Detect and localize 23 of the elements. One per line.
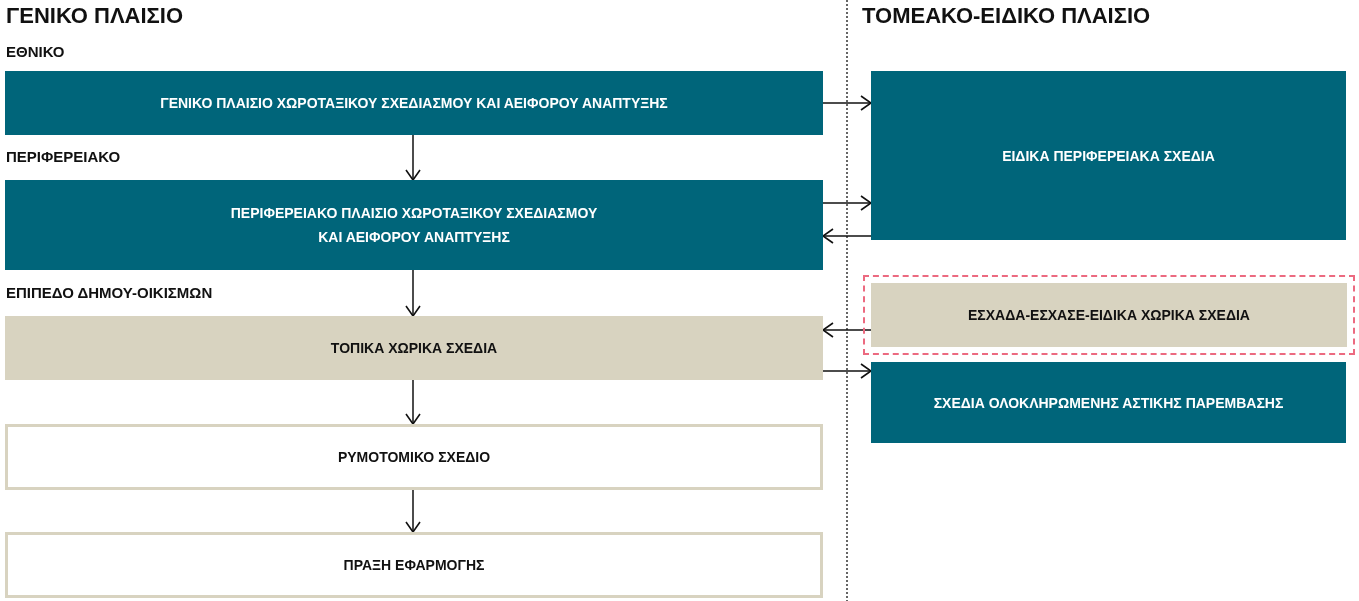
plan-box: ΤΟΠΙΚΑ ΧΩΡΙΚΑ ΣΧΕΔΙΑ <box>5 316 823 380</box>
arrow <box>405 379 421 425</box>
level-label: ΕΘΝΙΚΟ <box>6 43 65 60</box>
plan-box: ΠΕΡΙΦΕΡΕΙΑΚΟ ΠΛΑΙΣΙΟ ΧΩΡΟΤΑΞΙΚΟΥ ΣΧΕΔΙΑΣΜΟΥ ΚΑΙ ΑΕΙΦΟΡΟΥ ΑΝΑΠΤΥΞΗΣ <box>5 180 823 270</box>
arrow <box>822 228 872 244</box>
arrow <box>822 322 872 338</box>
arrow <box>822 95 872 111</box>
plan-box: ΕΣΧΑΔΑ-ΕΣΧΑΣΕ-ΕΙΔΙΚΑ ΧΩΡΙΚΑ ΣΧΕΔΙΑ <box>871 283 1347 347</box>
level-label: ΕΠΙΠΕΔΟ ΔΗΜΟΥ-ΟΙΚΙΣΜΩΝ <box>6 284 213 301</box>
arrow <box>405 134 421 181</box>
arrow <box>822 195 872 211</box>
plan-box: ΠΡΑΞΗ ΕΦΑΡΜΟΓΗΣ <box>5 532 823 598</box>
arrow <box>822 363 872 379</box>
column-heading: ΤΟΜΕΑΚΟ-ΕΙΔΙΚΟ ΠΛΑΙΣΙΟ <box>862 3 1151 29</box>
arrow <box>405 269 421 317</box>
level-label: ΠΕΡΙΦΕΡΕΙΑΚΟ <box>6 148 121 165</box>
arrow <box>405 489 421 533</box>
plan-box: ΡΥΜΟΤΟΜΙΚΟ ΣΧΕΔΙΟ <box>5 424 823 490</box>
highlight-frame <box>863 275 1355 355</box>
plan-box: ΣΧΕΔΙΑ ΟΛΟΚΛΗΡΩΜΕΝΗΣ ΑΣΤΙΚΗΣ ΠΑΡΕΜΒΑΣΗΣ <box>871 362 1346 443</box>
column-heading: ΓΕΝΙΚΟ ΠΛΑΙΣΙΟ <box>6 3 183 29</box>
plan-box: ΕΙΔΙΚΑ ΠΕΡΙΦΕΡΕΙΑΚΑ ΣΧΕΔΙΑ <box>871 71 1346 240</box>
plan-box: ΓΕΝΙΚΟ ΠΛΑΙΣΙΟ ΧΩΡΟΤΑΞΙΚΟΥ ΣΧΕΔΙΑΣΜΟΥ ΚΑΙ ΑΕΙΦΟΡΟΥ ΑΝΑΠΤΥΞΗΣ <box>5 71 823 135</box>
